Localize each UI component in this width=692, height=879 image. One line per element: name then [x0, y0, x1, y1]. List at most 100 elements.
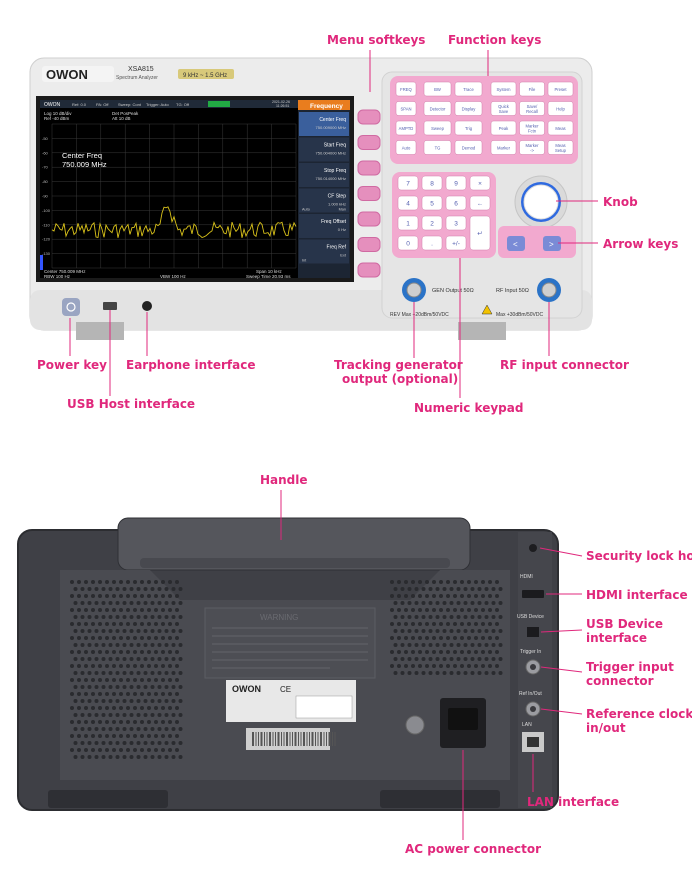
function-key[interactable]	[519, 101, 545, 116]
vent-hole	[73, 671, 78, 675]
function-key-label: Sweep	[431, 126, 444, 131]
vent-hole	[77, 748, 81, 752]
barcode-bar	[334, 732, 336, 746]
softkey[interactable]	[357, 135, 381, 150]
vent-hole	[108, 713, 113, 717]
keypad-key[interactable]	[397, 195, 419, 211]
keypad-key[interactable]	[445, 195, 467, 211]
vent-hole	[119, 580, 123, 584]
usb-device-port[interactable]	[527, 627, 539, 637]
function-key[interactable]	[395, 81, 417, 97]
function-key[interactable]	[490, 81, 517, 97]
function-key[interactable]	[454, 120, 483, 136]
function-key[interactable]	[423, 120, 452, 136]
function-key[interactable]	[395, 101, 417, 116]
softkey[interactable]	[357, 262, 381, 278]
keypad-key[interactable]	[445, 215, 467, 231]
keypad-key-label: 3	[454, 221, 458, 228]
security-lock-hole[interactable]	[529, 544, 537, 552]
vent-hole	[400, 657, 405, 661]
function-key[interactable]	[423, 101, 452, 116]
function-key[interactable]	[454, 101, 483, 116]
vent-hole	[491, 587, 496, 591]
status-time: 11:26:51	[276, 104, 289, 108]
vent-hole	[467, 664, 471, 668]
function-key[interactable]	[454, 81, 483, 97]
function-key[interactable]	[519, 120, 545, 136]
vent-hole	[70, 664, 74, 668]
function-key[interactable]	[490, 120, 517, 136]
keypad-key[interactable]	[397, 215, 419, 231]
callout-security-lock: Security lock hole	[586, 549, 692, 563]
function-key[interactable]	[519, 81, 545, 97]
keypad-key[interactable]	[469, 195, 491, 211]
vent-hole	[161, 734, 165, 738]
function-key[interactable]	[395, 140, 417, 155]
keypad-key[interactable]	[397, 175, 419, 191]
vent-hole	[98, 720, 102, 724]
vent-hole	[150, 615, 155, 619]
vent-hole	[178, 657, 183, 661]
hdmi-port[interactable]	[522, 590, 544, 598]
vent-hole	[411, 664, 415, 668]
function-key[interactable]	[547, 81, 574, 97]
keypad-key[interactable]	[469, 215, 491, 251]
vent-hole	[105, 678, 109, 682]
softkey[interactable]	[357, 109, 381, 125]
vent-hole	[470, 615, 475, 619]
vent-hole	[98, 706, 102, 710]
function-key[interactable]	[490, 101, 517, 116]
vent-hole	[393, 601, 398, 605]
vent-hole	[435, 601, 440, 605]
function-key[interactable]	[490, 140, 517, 155]
softkey[interactable]	[357, 160, 381, 176]
function-key[interactable]	[454, 140, 483, 155]
vent-hole	[119, 706, 123, 710]
keypad-key[interactable]	[421, 175, 443, 191]
menu-item-value: 750.014000 MHz	[316, 176, 346, 181]
function-key-label: Help	[556, 107, 565, 112]
function-key[interactable]	[423, 140, 452, 155]
vent-hole	[136, 685, 141, 689]
function-key[interactable]	[547, 101, 574, 116]
function-key[interactable]	[547, 140, 574, 155]
vent-hole	[133, 622, 137, 626]
callout-ac-power: AC power connector	[405, 842, 542, 856]
function-key[interactable]	[395, 120, 417, 136]
function-key[interactable]	[423, 81, 452, 97]
vent-hole	[178, 741, 183, 745]
knob[interactable]	[523, 184, 559, 220]
arrow-right-key[interactable]	[543, 236, 561, 251]
function-key[interactable]	[519, 140, 545, 155]
power-key[interactable]	[62, 298, 80, 316]
vent-hole	[87, 657, 92, 661]
keypad-key[interactable]	[445, 235, 467, 251]
front-callout-lines	[69, 50, 598, 398]
vent-hole	[453, 622, 457, 626]
function-key-label: Detector	[430, 107, 446, 112]
keypad-key[interactable]	[397, 235, 419, 251]
softkey[interactable]	[357, 237, 381, 252]
vent-hole	[126, 622, 130, 626]
keypad-key[interactable]	[421, 195, 443, 211]
keypad-key[interactable]	[421, 215, 443, 231]
vent-hole	[154, 594, 158, 598]
usb-host-port[interactable]	[103, 302, 117, 310]
vent-hole	[143, 629, 148, 633]
vent-hole	[439, 636, 443, 640]
vent-hole	[498, 601, 503, 605]
vent-hole	[495, 636, 499, 640]
function-key[interactable]	[547, 120, 574, 136]
keypad-key[interactable]	[445, 175, 467, 191]
vent-hole	[140, 678, 144, 682]
softkey[interactable]	[357, 186, 381, 201]
softkey[interactable]	[357, 211, 381, 227]
function-key-label: Recall	[526, 109, 538, 114]
vent-hole	[150, 657, 155, 661]
keypad-key[interactable]	[469, 175, 491, 191]
arrow-left-key[interactable]	[507, 236, 525, 251]
keypad-key[interactable]	[421, 235, 443, 251]
vent-hole	[168, 650, 172, 654]
earphone-jack[interactable]	[142, 301, 152, 311]
handle[interactable]	[117, 517, 471, 571]
